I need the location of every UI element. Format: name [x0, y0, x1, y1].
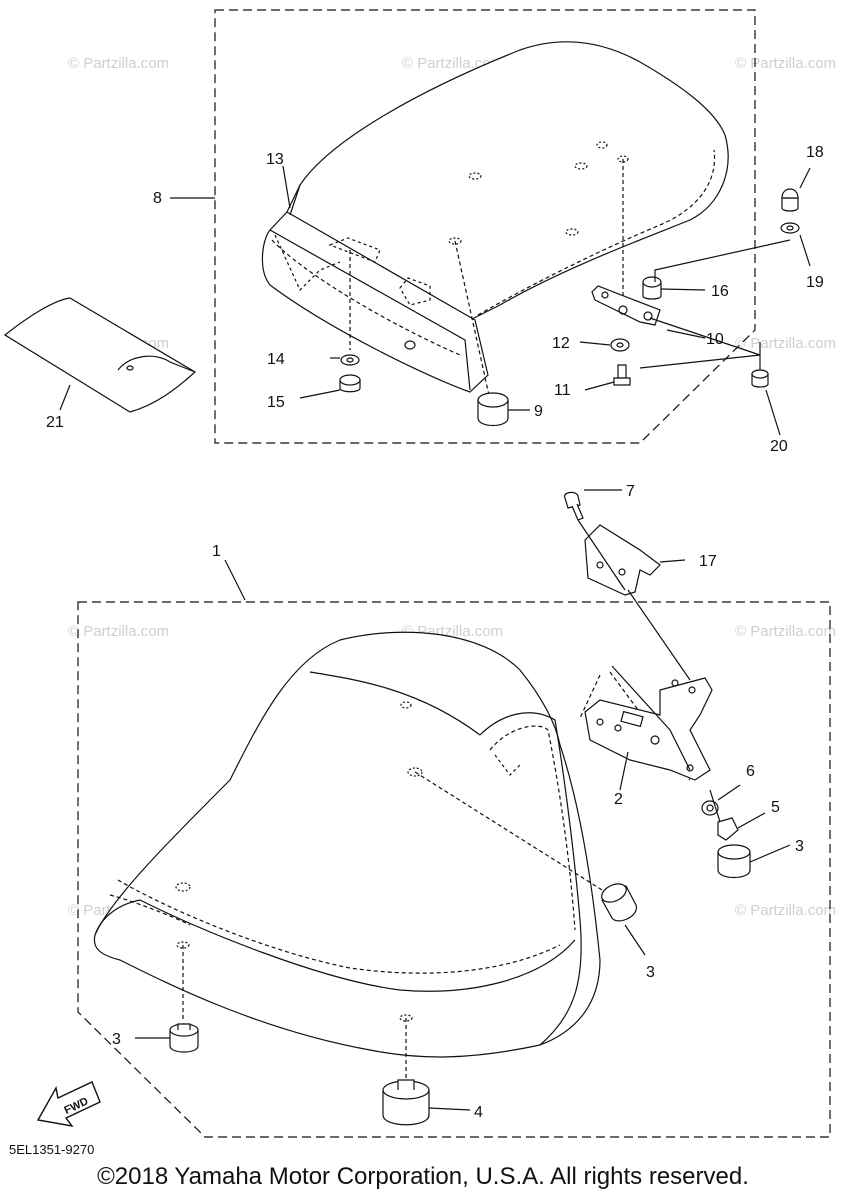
callout-11: 11 [554, 382, 571, 399]
callout-19: 19 [806, 274, 824, 291]
callout-20: 20 [770, 438, 788, 455]
callout-18: 18 [806, 144, 824, 161]
part-3-damper [601, 885, 637, 922]
callout-5: 5 [771, 799, 780, 816]
callout-numbers: 1 2 3 3 3 4 5 6 7 8 9 10 11 12 13 14 15 … [46, 144, 824, 1121]
part-14-washer [340, 354, 360, 366]
part-19-washer [780, 222, 800, 234]
part-12-circlip [610, 338, 630, 352]
callout-12: 12 [552, 335, 570, 352]
callout-6: 6 [746, 763, 755, 780]
passenger-seat-group [170, 9, 811, 444]
callout-14: 14 [267, 351, 285, 368]
callout-7: 7 [626, 483, 635, 500]
part-21-seat-cover [3, 297, 197, 413]
callout-3: 3 [646, 964, 655, 981]
fwd-arrow [36, 1081, 101, 1127]
callout-15: 15 [267, 394, 285, 411]
watermark: © Partzilla.com [68, 55, 169, 72]
part-7-bolt [564, 491, 581, 509]
callout-9: 9 [534, 403, 543, 420]
group-8-outline [214, 9, 756, 444]
part-18-cap-nut [781, 197, 799, 212]
callout-3: 3 [112, 1031, 121, 1048]
callout-13: 13 [266, 151, 284, 168]
callout-21: 21 [46, 414, 64, 431]
parts-diagram: © Partzilla.com © Partzilla.com © Partzi… [3, 9, 836, 1138]
callout-3: 3 [795, 838, 804, 855]
callout-10: 10 [706, 331, 724, 348]
watermark: © Partzilla.com [735, 623, 836, 640]
copyright-notice: ©2018 Yamaha Motor Corporation, U.S.A. A… [97, 1163, 749, 1190]
callout-8: 8 [153, 190, 162, 207]
part-10-bracket [591, 285, 661, 326]
part-11-bolt [617, 364, 627, 379]
diagram-code: 5EL1351-9270 [9, 1142, 95, 1157]
callout-2: 2 [614, 791, 623, 808]
part-5-bolt [717, 817, 739, 841]
watermark: © Partzilla.com [735, 335, 836, 352]
callout-17: 17 [699, 553, 717, 570]
main-seat [93, 631, 601, 1058]
callout-4: 4 [474, 1104, 483, 1121]
watermark: © Partzilla.com [735, 55, 836, 72]
part-6-circlip [701, 800, 719, 816]
watermark: © Partzilla.com [735, 902, 836, 919]
callout-1: 1 [212, 543, 221, 560]
passenger-seat [286, 41, 729, 321]
part-17-bracket [584, 524, 661, 596]
part-2-bracket [584, 677, 713, 781]
callout-16: 16 [711, 283, 729, 300]
watermark: © Partzilla.com [68, 623, 169, 640]
part-4-damper [382, 1089, 430, 1126]
group-1-outline [77, 601, 831, 1138]
main-seat-group [36, 489, 831, 1138]
